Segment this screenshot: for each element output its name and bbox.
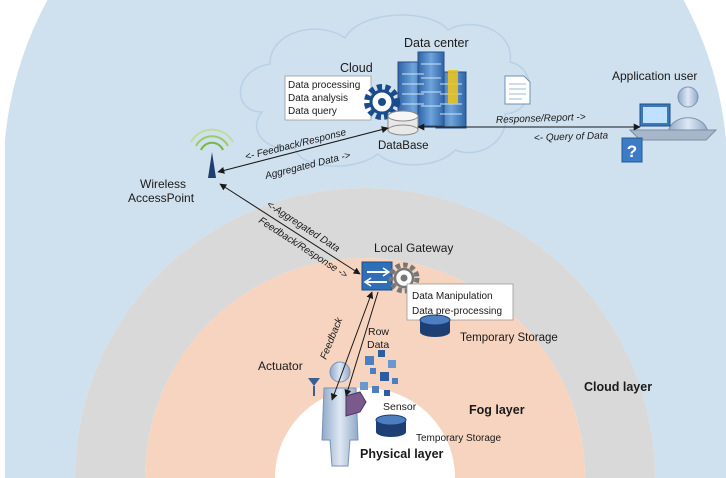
gateway-icon xyxy=(361,261,393,291)
application-user-label: Application user xyxy=(612,69,697,83)
cloud-services-box xyxy=(284,75,372,121)
cloud-layer-label: Cloud layer xyxy=(584,380,652,394)
fog-layer-label: Fog layer xyxy=(469,403,525,417)
access-point-label-line1: Wireless xyxy=(140,177,186,191)
data-center-label: Data center xyxy=(404,36,469,50)
query-of-data-label: <- Query of Data xyxy=(534,130,609,144)
document-icon xyxy=(504,75,531,105)
cloud-accesspoint-arrow xyxy=(217,126,389,174)
sensor-storage-label: Temporary Storage xyxy=(416,433,501,444)
accesspoint-gateway-arrow xyxy=(219,183,361,275)
cloud-title: Cloud xyxy=(340,61,373,75)
gateway-device-arrow xyxy=(330,291,374,401)
cloud-layer-band xyxy=(5,0,726,478)
access-point-label-line2: AccessPoint xyxy=(128,191,195,205)
data-center-icon xyxy=(397,51,467,129)
cloud-service-0: Data processing xyxy=(288,80,360,91)
gateway-function-0: Data Manipulation xyxy=(412,291,493,302)
row-data-label-line2: Data xyxy=(367,339,389,351)
device-gateway-arrow xyxy=(344,291,379,397)
application-user-icon xyxy=(628,86,718,141)
gateway-storage-label: Temporary Storage xyxy=(460,332,558,344)
local-gateway-label: Local Gateway xyxy=(374,241,453,255)
svg-text:?: ? xyxy=(627,142,637,161)
physical-layer-label: Physical layer xyxy=(360,447,444,461)
inner-white-hole xyxy=(275,388,455,478)
gateway-gear-icon xyxy=(388,262,420,294)
actuator-label: Actuator xyxy=(258,359,303,373)
sensor-label: Sensor xyxy=(383,401,417,413)
sensor-storage-icon xyxy=(375,414,407,437)
gear-icon xyxy=(364,84,400,120)
actuator-icon xyxy=(308,378,320,396)
gateway-storage-icon xyxy=(419,314,451,337)
gateway-functions-box xyxy=(406,283,514,321)
response-report-label: Response/Report -> xyxy=(496,112,586,126)
gateway-function-1: Data pre-processing xyxy=(412,306,502,317)
database-icon xyxy=(387,110,419,136)
cloud-service-2: Data query xyxy=(288,106,337,117)
cloud-service-1: Data analysis xyxy=(288,93,348,104)
database-label: DataBase xyxy=(378,140,429,152)
question-icon: ? xyxy=(621,137,643,163)
row-data-label-line1: Row xyxy=(368,326,389,338)
